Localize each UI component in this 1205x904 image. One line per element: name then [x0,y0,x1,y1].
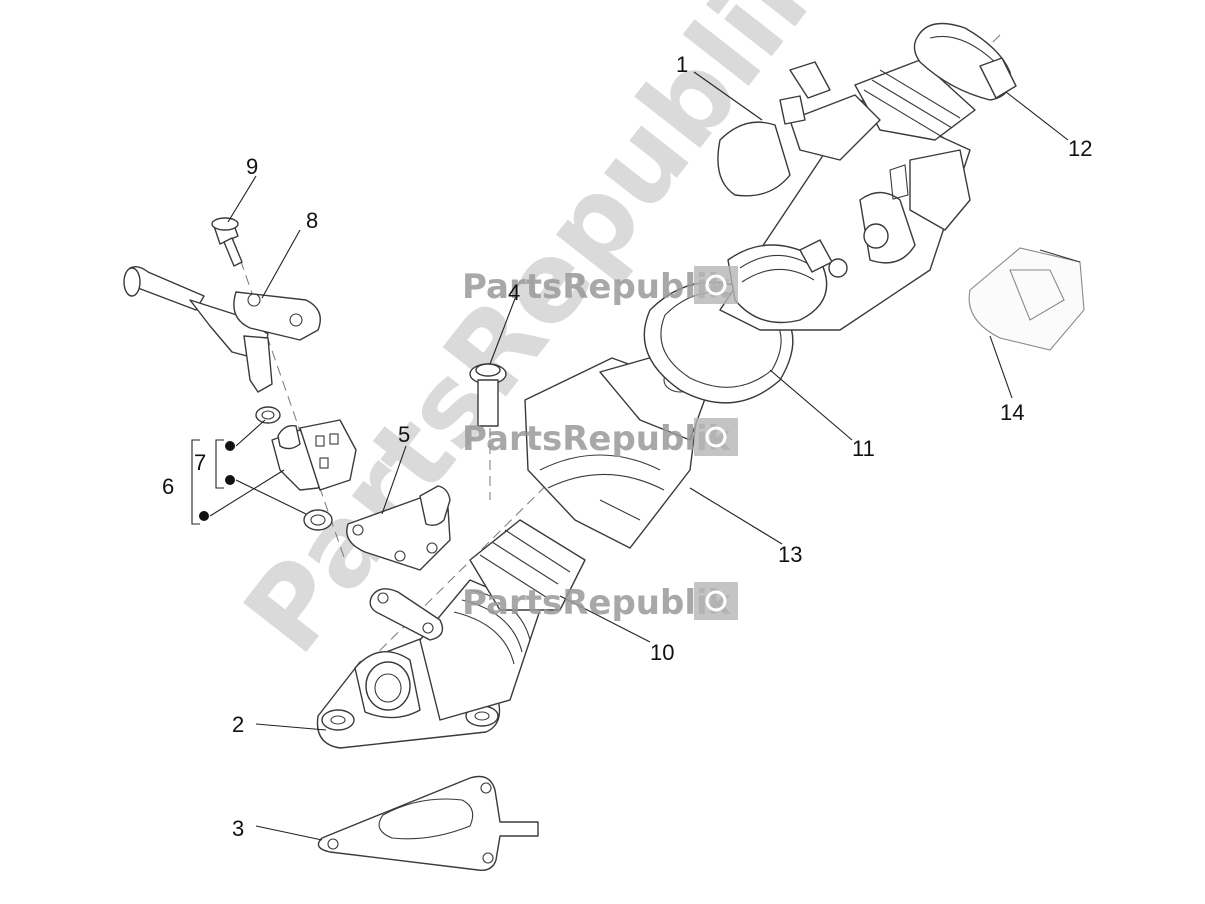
part-2-intake-manifold [316,579,541,749]
callout-2: 2 [232,712,244,737]
callout-3: 3 [232,816,244,841]
callout-9: 9 [246,154,258,179]
gear-icon [705,590,727,612]
callout-11: 11 [852,436,875,461]
watermark-logo-bottom: PartsRepublik [462,582,738,623]
part-3-gasket [317,775,539,871]
watermark-logo-middle: PartsRepublik [462,418,738,459]
leader-lines [227,71,1069,841]
callout-4: 4 [508,280,520,305]
callout-bracket-6-7 [191,419,307,525]
gear-icon [705,274,727,296]
callout-labels: 1 2 3 4 5 6 7 8 9 10 11 12 13 14 [162,52,1092,841]
callout-13: 13 [778,542,802,567]
callout-14: 14 [1000,400,1024,425]
part-13-rubber-manifold [524,354,711,549]
callout-5: 5 [398,422,410,447]
part-6-7-sensor-assembly [255,406,357,531]
part-9-bolt [211,217,243,267]
part-4-bolt [469,363,507,427]
watermark-logo-top: PartsRepublik [462,266,738,307]
part-12-clamp [913,22,1017,101]
callout-1: 1 [676,52,688,77]
callout-10: 10 [650,640,674,665]
watermark-text-top: PartsRepublik [462,267,732,307]
callout-7: 7 [194,450,206,475]
part-1-throttle-body [717,59,976,331]
watermark-text-middle: PartsRepublik [462,419,732,459]
callout-6: 6 [162,474,174,499]
callout-12: 12 [1068,136,1092,161]
part-14-cover [968,247,1085,351]
part-10-sleeve [469,519,586,611]
callout-8: 8 [306,208,318,233]
part-8-injector-holder [123,265,321,393]
watermark-text-bottom: PartsRepublik [462,583,732,623]
watermark-logos: PartsRepublik PartsRepublik PartsRepubli… [462,266,738,623]
part-5-bracket [346,485,451,571]
gear-icon [705,426,727,448]
